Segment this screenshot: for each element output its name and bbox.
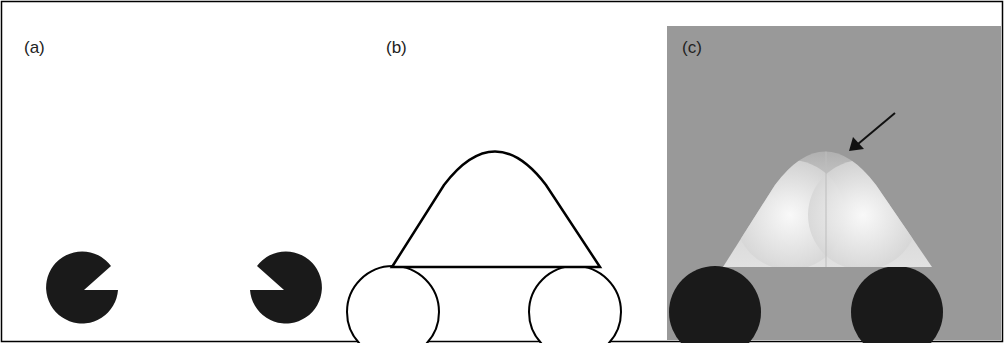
inducer-disc (250, 251, 322, 323)
inducer-disc (46, 251, 118, 323)
inducer-disc (851, 266, 943, 343)
outline-circle (529, 266, 621, 343)
shaded-dome (715, 140, 940, 270)
outline-circle (347, 266, 439, 343)
panel-label: (a) (24, 38, 45, 58)
dome-outline (392, 152, 600, 268)
inducer-disc (669, 266, 761, 343)
pointer-arrowhead (849, 137, 864, 151)
panel-label: (b) (386, 38, 407, 58)
pointer-arrow (858, 113, 895, 144)
panel-label: (c) (682, 38, 702, 58)
